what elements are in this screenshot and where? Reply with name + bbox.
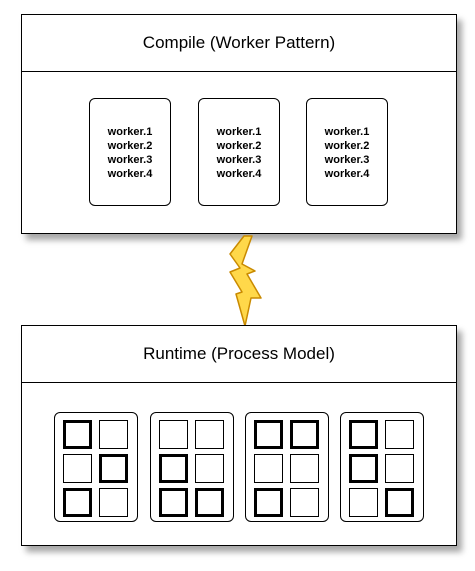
process-cell-r3-c2 xyxy=(195,488,224,517)
process-cell-r2-c1 xyxy=(349,454,378,483)
worker-card-1-line-1: worker.1 xyxy=(107,126,153,138)
process-cell-r2-c2 xyxy=(290,454,319,483)
process-cell-r2-c1 xyxy=(63,454,92,483)
process-cell-r3-c2 xyxy=(385,488,414,517)
worker-card-1: worker.1 worker.2 worker.3 worker.4 xyxy=(89,98,171,206)
compile-panel: Compile (Worker Pattern) worker.1 worker… xyxy=(21,14,457,234)
process-cell-r2-c2 xyxy=(385,454,414,483)
process-cell-r1-c1 xyxy=(63,420,92,449)
worker-card-2-line-3: worker.3 xyxy=(216,154,262,166)
process-cell-r1-c2 xyxy=(195,420,224,449)
process-cell-r3-c2 xyxy=(99,488,128,517)
process-grid-1 xyxy=(54,412,138,522)
process-cell-r1-c1 xyxy=(159,420,188,449)
worker-card-2-line-1: worker.1 xyxy=(216,126,262,138)
process-grid-3 xyxy=(245,412,329,522)
worker-card-3-line-2: worker.2 xyxy=(324,140,370,152)
worker-card-3-line-1: worker.1 xyxy=(324,126,370,138)
process-cell-r3-c1 xyxy=(159,488,188,517)
process-cell-r1-c1 xyxy=(254,420,283,449)
lightning-bolt-icon xyxy=(229,235,262,327)
process-cell-r2-c1 xyxy=(159,454,188,483)
process-grid-2 xyxy=(150,412,234,522)
process-cell-r1-c1 xyxy=(349,420,378,449)
lightning-bolt-shape xyxy=(229,235,262,327)
process-cell-r3-c2 xyxy=(290,488,319,517)
process-cell-r3-c1 xyxy=(254,488,283,517)
worker-card-2: worker.1 worker.2 worker.3 worker.4 xyxy=(198,98,280,206)
runtime-panel-title: Runtime (Process Model) xyxy=(22,326,456,383)
process-cell-r2-c2 xyxy=(195,454,224,483)
worker-card-1-line-3: worker.3 xyxy=(107,154,153,166)
process-cell-r1-c2 xyxy=(385,420,414,449)
process-cell-r3-c1 xyxy=(349,488,378,517)
worker-card-1-line-4: worker.4 xyxy=(107,168,153,180)
worker-card-3: worker.1 worker.2 worker.3 worker.4 xyxy=(306,98,388,206)
process-cell-r2-c1 xyxy=(254,454,283,483)
worker-card-2-line-4: worker.4 xyxy=(216,168,262,180)
process-grid-4 xyxy=(340,412,424,522)
process-cell-r2-c2 xyxy=(99,454,128,483)
worker-card-2-line-2: worker.2 xyxy=(216,140,262,152)
process-cell-r1-c2 xyxy=(290,420,319,449)
compile-panel-title: Compile (Worker Pattern) xyxy=(22,15,456,72)
process-cell-r1-c2 xyxy=(99,420,128,449)
runtime-panel: Runtime (Process Model) xyxy=(21,325,457,546)
process-cell-r3-c1 xyxy=(63,488,92,517)
worker-card-1-line-2: worker.2 xyxy=(107,140,153,152)
worker-card-3-line-3: worker.3 xyxy=(324,154,370,166)
worker-card-3-line-4: worker.4 xyxy=(324,168,370,180)
